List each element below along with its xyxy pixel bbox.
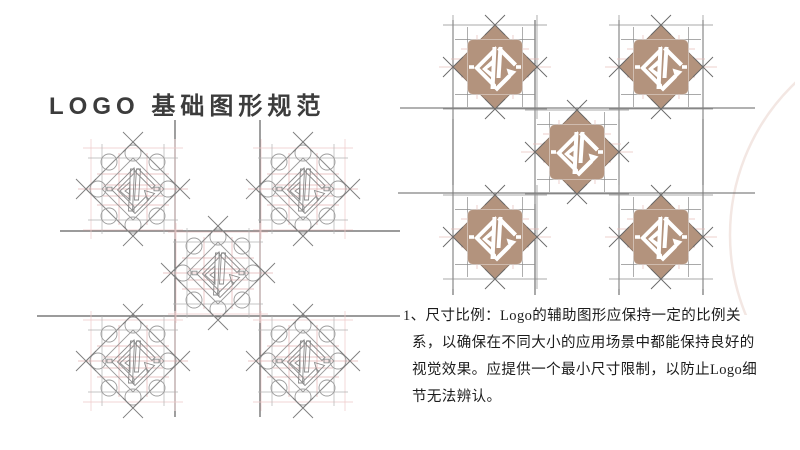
spec-line-1: 1、尺寸比例：Logo的辅助图形应保持一定的比例关 — [403, 308, 741, 324]
construction-grid-lines — [37, 120, 400, 417]
logo-filled-diagram — [398, 5, 795, 315]
logo-outline-unit-3 — [161, 216, 275, 330]
spec-line-2: 系，以确保在不同大小的应用场景中都能保持良好的 — [412, 335, 755, 351]
logo-filled-unit-1 — [439, 15, 551, 119]
logo-outline-unit-4 — [76, 304, 190, 418]
logo-outline-unit-5 — [246, 304, 360, 418]
spec-paragraph: 1、尺寸比例：Logo的辅助图形应保持一定的比例关 系，以确保在不同大小的应用场… — [403, 303, 775, 411]
logo-filled-unit-3 — [521, 100, 633, 204]
spec-line-4: 节无法辨认。 — [412, 389, 502, 405]
spec-line-3: 视觉效果。应提供一个最小尺寸限制，以防止Logo细 — [412, 362, 758, 378]
page-title: LOGO 基础图形规范 — [49, 93, 326, 120]
watermark-arc — [728, 81, 795, 315]
logo-outline-unit-1 — [76, 132, 190, 246]
logo-filled-unit-5 — [605, 185, 717, 289]
logo-construction-diagram — [37, 120, 400, 442]
logo-outline-unit-2 — [246, 132, 360, 246]
logo-filled-unit-4 — [439, 185, 551, 289]
logo-filled-unit-2 — [605, 15, 717, 119]
